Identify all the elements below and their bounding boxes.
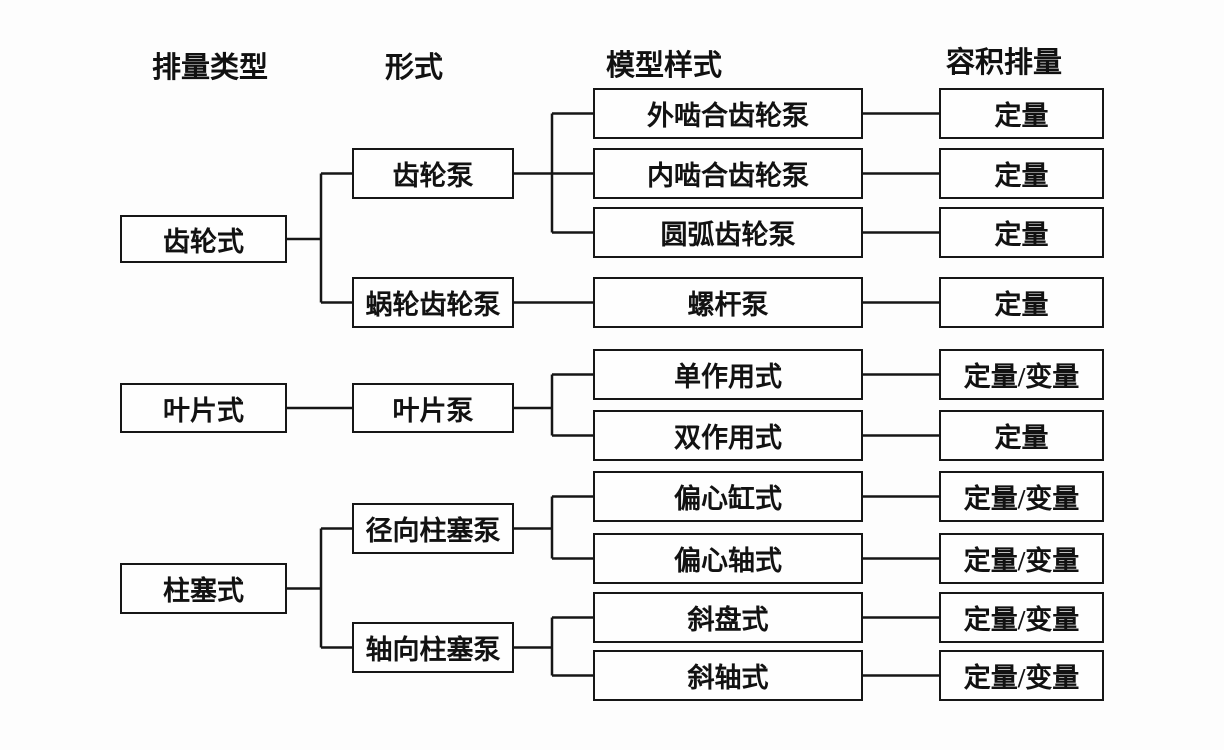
node-screw-pump: 螺杆泵 xyxy=(593,277,863,328)
header-model-style: 模型样式 xyxy=(606,50,723,82)
value-eccentric-shaft-displacement: 定量/变量 xyxy=(939,533,1104,584)
node-internal-gear-pump: 内啮合齿轮泵 xyxy=(593,148,863,199)
node-vane-type: 叶片式 xyxy=(120,383,287,433)
node-arc-gear-pump: 圆弧齿轮泵 xyxy=(593,207,863,258)
node-double-acting: 双作用式 xyxy=(593,410,863,461)
node-single-acting: 单作用式 xyxy=(593,349,863,400)
node-piston-type: 柱塞式 xyxy=(120,563,287,614)
value-arc-gear-pump-displacement: 定量 xyxy=(939,207,1104,258)
node-eccentric-cylinder: 偏心缸式 xyxy=(593,471,863,522)
node-gear-type: 齿轮式 xyxy=(120,215,287,263)
node-gear-pump: 齿轮泵 xyxy=(352,148,514,199)
node-worm-gear-pump: 蜗轮齿轮泵 xyxy=(352,277,514,328)
value-bent-axis-displacement: 定量/变量 xyxy=(939,650,1104,701)
header-form: 形式 xyxy=(385,52,444,84)
value-single-acting-displacement: 定量/变量 xyxy=(939,349,1104,400)
node-external-gear-pump: 外啮合齿轮泵 xyxy=(593,88,863,139)
value-swash-plate-displacement: 定量/变量 xyxy=(939,592,1104,643)
node-vane-pump: 叶片泵 xyxy=(352,383,514,433)
node-bent-axis: 斜轴式 xyxy=(593,650,863,701)
value-double-acting-displacement: 定量 xyxy=(939,410,1104,461)
value-external-gear-pump-displacement: 定量 xyxy=(939,88,1104,139)
header-displacement-type: 排量类型 xyxy=(152,52,269,84)
node-axial-piston-pump: 轴向柱塞泵 xyxy=(352,622,514,673)
node-swash-plate: 斜盘式 xyxy=(593,592,863,643)
value-eccentric-cylinder-displacement: 定量/变量 xyxy=(939,471,1104,522)
header-volumetric-displacement: 容积排量 xyxy=(946,47,1063,79)
node-radial-piston-pump: 径向柱塞泵 xyxy=(352,503,514,554)
node-eccentric-shaft: 偏心轴式 xyxy=(593,533,863,584)
value-internal-gear-pump-displacement: 定量 xyxy=(939,148,1104,199)
value-screw-pump-displacement: 定量 xyxy=(939,277,1104,328)
